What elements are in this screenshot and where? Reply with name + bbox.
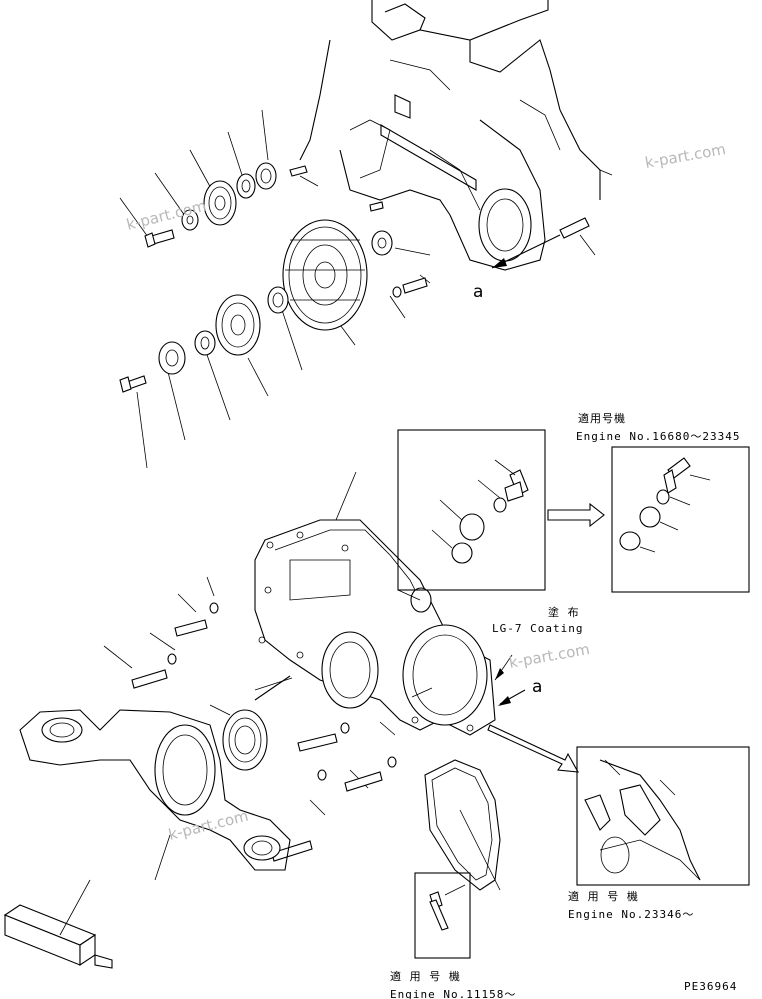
bolt-upper-left xyxy=(144,229,175,248)
variant-top-applies-label: 適用号機 xyxy=(578,411,626,425)
detail-box-center xyxy=(397,429,546,601)
bushing xyxy=(255,162,277,190)
callout-a-lower: a xyxy=(498,677,542,706)
shaft-collar xyxy=(194,330,216,356)
detail-box-variant-bottom-center xyxy=(414,872,471,959)
thrust-washer xyxy=(236,173,256,199)
variant-bottom-right-engine-range: Engine No.23346～ xyxy=(568,908,694,921)
svg-text:a: a xyxy=(532,677,542,697)
coating-leader xyxy=(494,654,513,681)
detail-box-variant-bottom-right xyxy=(576,746,750,886)
engine-block xyxy=(299,0,601,271)
watermark-3: k-part.com xyxy=(508,640,592,672)
drawing-code: PE36964 xyxy=(684,980,737,993)
leader-lines-top xyxy=(119,109,613,469)
bolt-right xyxy=(559,217,590,239)
service-tool xyxy=(3,879,113,969)
arrow-to-variant-top xyxy=(547,502,605,528)
spacer-right xyxy=(371,230,393,256)
coating-label-jp: 塗 布 xyxy=(548,605,580,619)
watermark-1: k-part.com xyxy=(125,197,209,234)
shaft-flange xyxy=(158,341,186,375)
engine-bracket xyxy=(19,709,291,871)
variant-bottom-right-applies-label: 適 用 号 機 xyxy=(568,889,639,903)
bolt-mid xyxy=(392,277,428,298)
small-gear xyxy=(203,180,237,226)
callout-a-upper: a xyxy=(473,234,561,302)
coating-label-en: LG-7 Coating xyxy=(492,622,583,635)
washer-upper xyxy=(181,209,199,231)
arrow-to-variant-bottom-right xyxy=(487,724,579,773)
detail-box-variant-top xyxy=(611,446,750,593)
leader-lines-cover xyxy=(103,471,501,891)
watermark-2: k-part.com xyxy=(644,140,728,172)
timing-cover xyxy=(254,519,496,736)
variant-bottom-center-applies-label: 適 用 号 機 xyxy=(390,969,461,983)
washer-mid xyxy=(267,286,289,314)
dowel-pins xyxy=(289,165,384,212)
callout-a-label: a xyxy=(473,282,483,302)
variant-bottom-center-engine-range: Engine No.11158～ xyxy=(390,988,516,999)
cover-gasket xyxy=(424,759,501,891)
oil-seal xyxy=(222,709,268,771)
cover-bolts xyxy=(131,602,397,862)
idler-gear-large xyxy=(282,219,368,331)
idler-gear-small xyxy=(215,294,261,356)
dowel-rod xyxy=(254,675,291,701)
variant-top-engine-range: Engine No.16680～23345 xyxy=(576,430,740,443)
bolt-lower-left xyxy=(119,375,147,393)
